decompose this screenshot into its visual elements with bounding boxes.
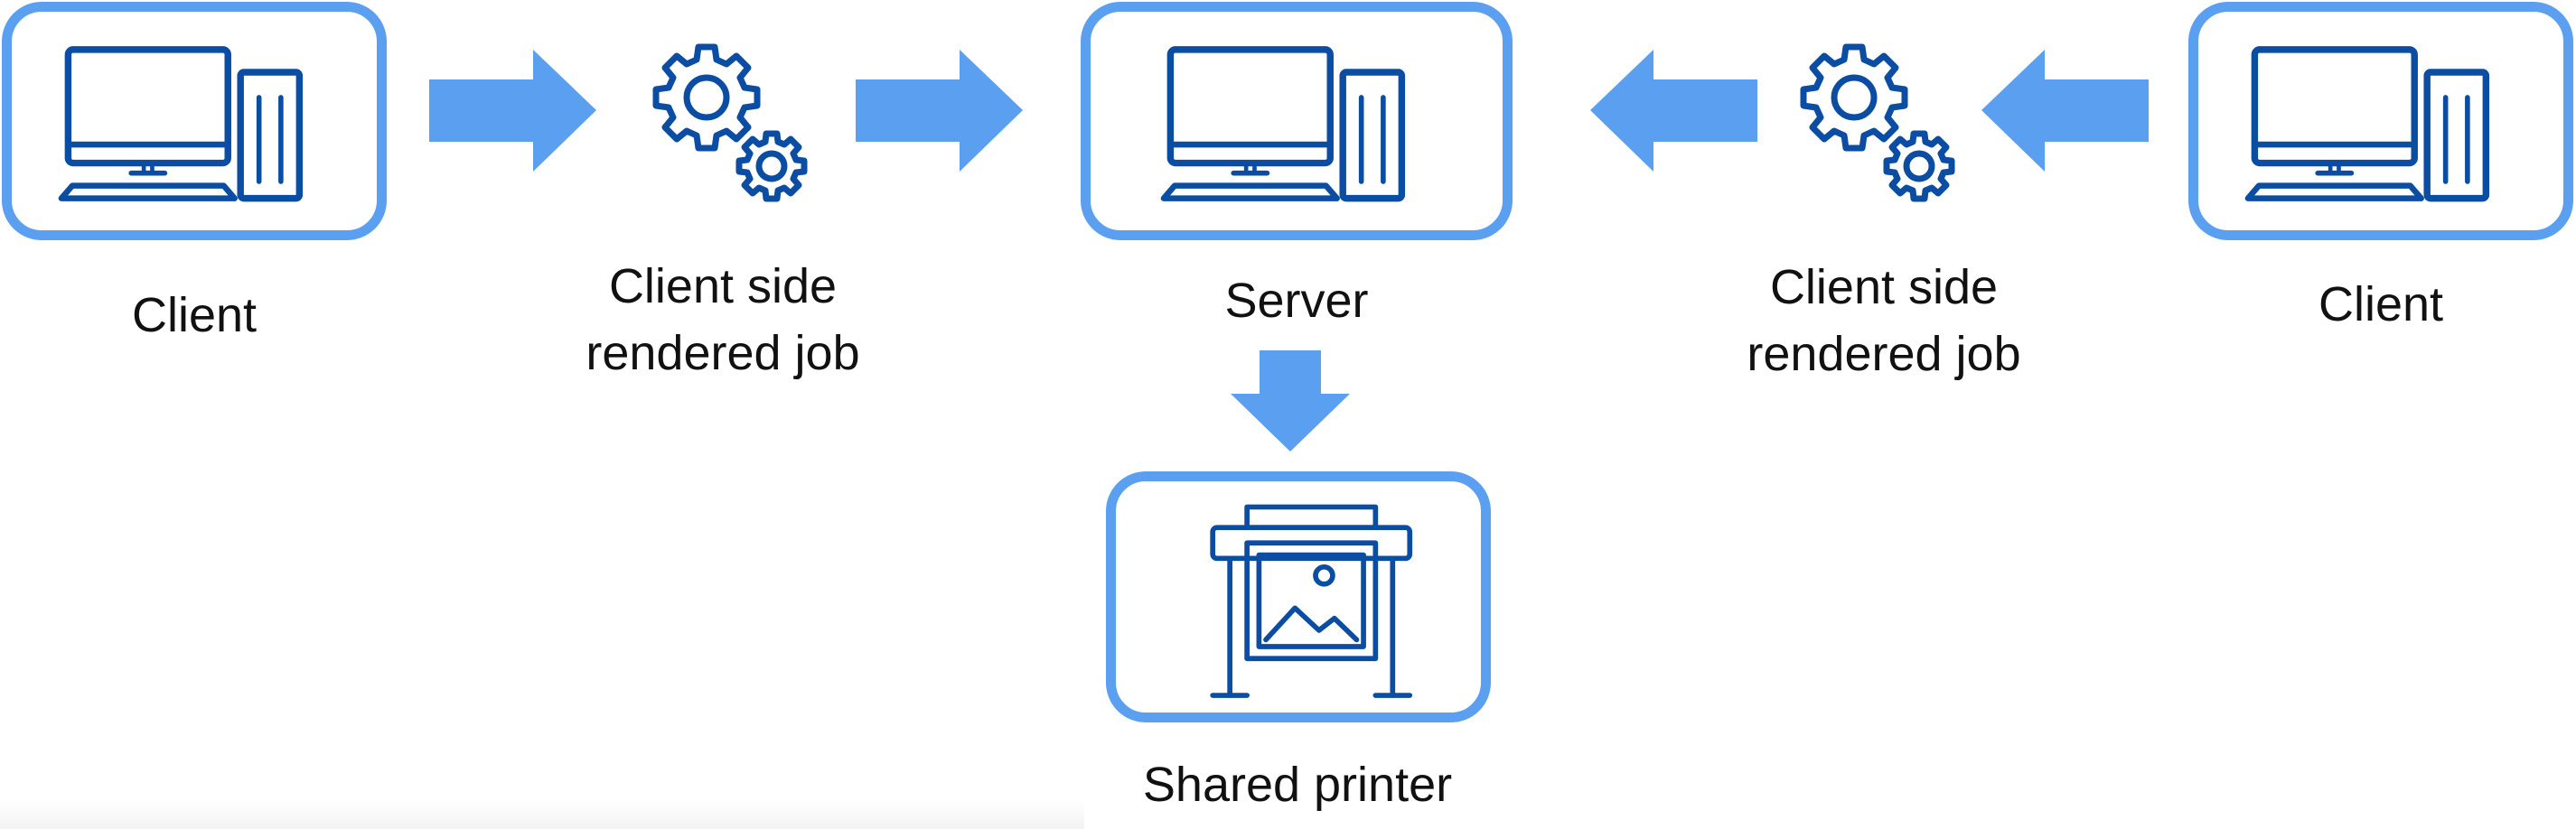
- arrow-right-icon: [429, 50, 596, 172]
- gears-icon: [1798, 36, 1970, 208]
- client-right-label: Client: [2318, 277, 2444, 331]
- bottom-shadow: [0, 799, 1084, 829]
- shared-printer-node: [1106, 471, 1491, 722]
- desktop-computer-icon: [12, 12, 377, 230]
- printer-icon: [1116, 481, 1481, 713]
- arrow-right-icon: [856, 50, 1023, 172]
- job-right-label-line2: rendered job: [1747, 327, 2021, 381]
- arrow-left-icon: [1590, 50, 1757, 172]
- gears-icon: [651, 36, 822, 208]
- server-node: [1081, 2, 1513, 240]
- job-right-label: Client side rendered job: [1703, 254, 2065, 387]
- server-label: Server: [1224, 274, 1369, 328]
- desktop-computer-icon: [1091, 12, 1503, 230]
- client-node-left: [2, 2, 387, 240]
- job-left-label-line1: Client side: [608, 259, 838, 313]
- job-left-label: Client side rendered job: [542, 253, 904, 387]
- arrow-down-icon: [1231, 350, 1350, 452]
- job-right-label-line1: Client side: [1769, 260, 1999, 314]
- arrow-left-icon: [1981, 50, 2149, 172]
- shared-printer-label: Shared printer: [1142, 758, 1453, 812]
- client-node-right: [2188, 2, 2573, 240]
- client-left-label: Client: [131, 288, 258, 342]
- desktop-computer-icon: [2198, 12, 2563, 230]
- job-left-label-line2: rendered job: [585, 326, 860, 380]
